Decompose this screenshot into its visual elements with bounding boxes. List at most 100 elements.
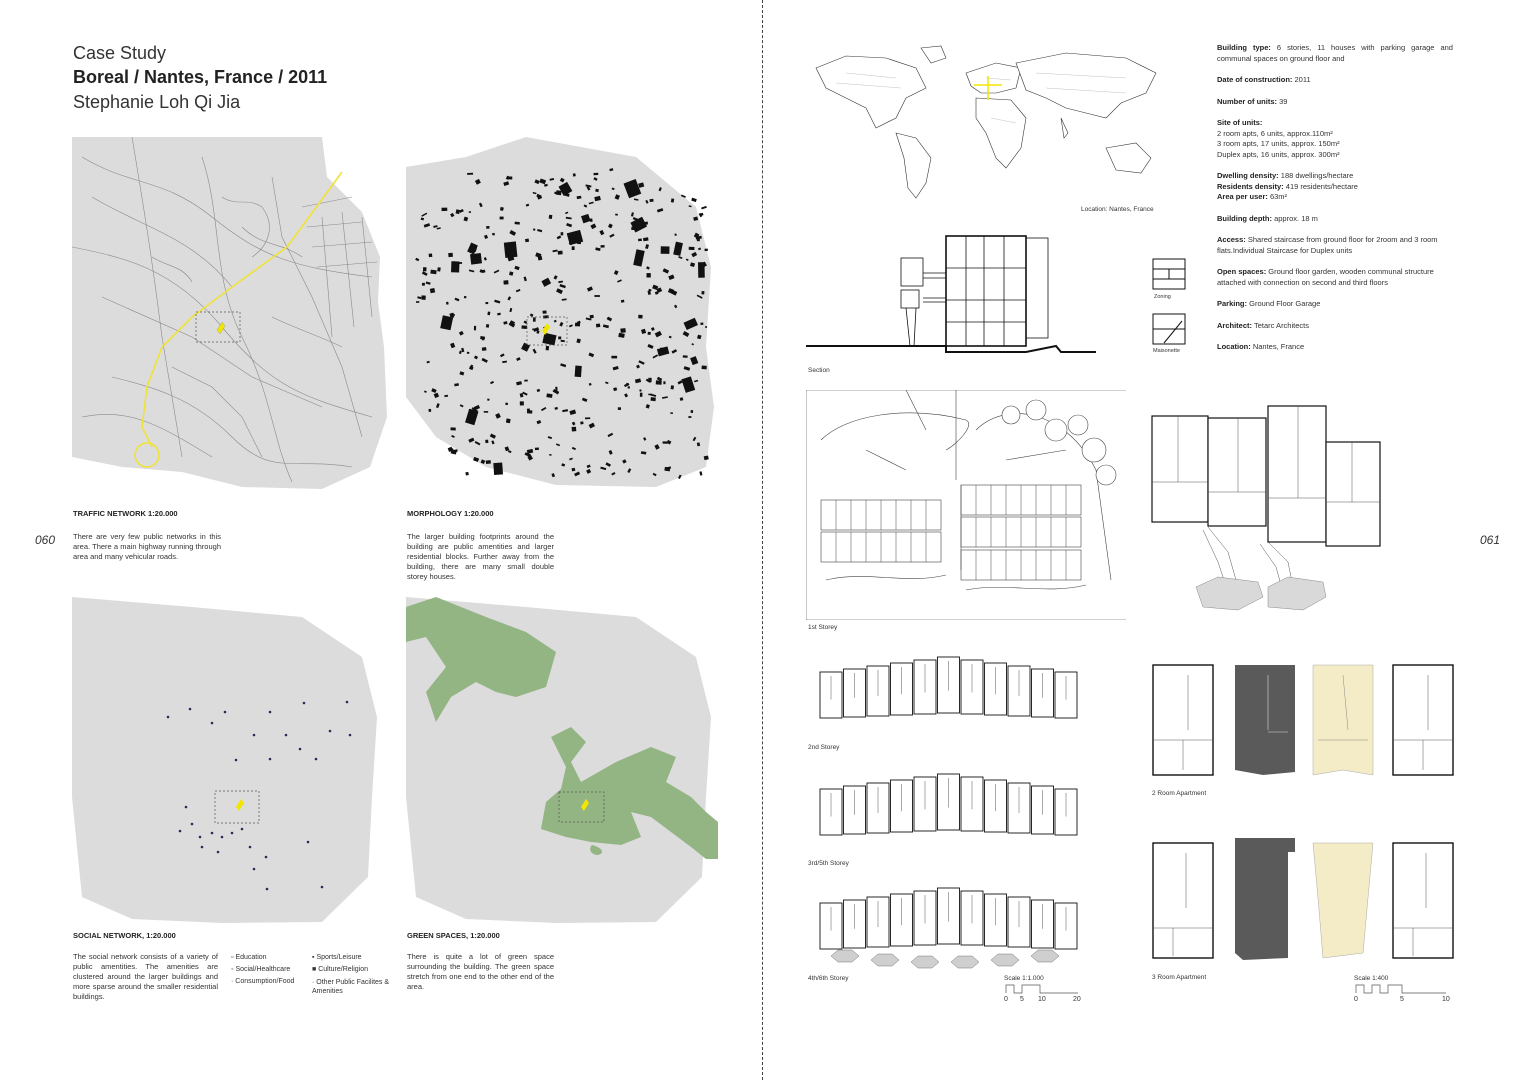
building-footprint (480, 459, 486, 464)
building-footprint (548, 214, 553, 220)
building-footprint (612, 365, 619, 371)
building-footprint (681, 376, 696, 393)
building-footprint (433, 392, 440, 399)
building-footprint (658, 187, 662, 192)
building-footprint (471, 407, 477, 412)
building-footprint (485, 302, 489, 305)
author-name: Stephanie Loh Qi Jia (73, 92, 241, 112)
building-footprint (428, 408, 432, 412)
three-room-apartment-plans (1148, 838, 1458, 963)
building-footprint (525, 238, 530, 243)
building-footprint (588, 352, 595, 358)
building-footprint (569, 409, 577, 416)
building-footprint (576, 338, 581, 344)
building-footprint (666, 439, 672, 445)
building-footprint (555, 386, 558, 391)
building-footprint (699, 212, 704, 217)
building-footprint (421, 282, 425, 286)
zoning-diagram (1152, 258, 1186, 290)
building-footprint (691, 251, 698, 258)
building-footprint (543, 315, 549, 319)
building-footprint (590, 223, 597, 230)
building-footprint (558, 336, 562, 340)
building-footprint (648, 393, 653, 396)
apartment-label-3-room: 3 Room Apartment (1152, 974, 1207, 981)
building-footprint (508, 321, 516, 328)
building-footprint (688, 205, 692, 208)
building-footprint (505, 418, 511, 424)
building-footprint (683, 366, 691, 371)
building-footprint (594, 195, 601, 202)
building-footprint (660, 347, 666, 351)
building-footprint (580, 421, 584, 425)
building-footprint (416, 301, 420, 303)
building-footprint (614, 194, 620, 200)
legend-social-healthcare: ◦ Social/Healthcare (231, 966, 291, 973)
building-footprint (576, 195, 582, 200)
building-footprint (466, 351, 470, 354)
building-footprint (444, 394, 449, 398)
building-footprint (536, 330, 540, 334)
scale-left-tick-3: 20 (1073, 996, 1081, 1003)
building-footprint (505, 402, 508, 406)
small-diamond-icon: ▪ (312, 954, 317, 961)
building-footprint (690, 410, 694, 413)
ground-floor-plan (1148, 402, 1388, 612)
building-footprint (415, 257, 420, 262)
building-footprint (571, 467, 576, 472)
tree-symbol (1025, 399, 1047, 421)
building-footprint (674, 304, 678, 309)
building-footprint (634, 378, 642, 384)
building-footprint (696, 334, 702, 340)
building-footprint (656, 346, 670, 357)
building-footprint (468, 437, 475, 443)
building-footprint (574, 365, 582, 378)
building-footprint (450, 212, 455, 218)
building-footprint (535, 252, 542, 258)
building-footprint (670, 385, 675, 390)
building-footprint (490, 380, 495, 385)
building-footprint (602, 324, 609, 329)
building-footprint (606, 316, 613, 322)
morphology-description: The larger building footprints around th… (407, 532, 554, 581)
scale-right-tick-1: 5 (1400, 996, 1404, 1003)
building-footprint (589, 314, 594, 319)
building-footprint (554, 406, 558, 410)
building-footprint (617, 407, 621, 411)
building-footprint (447, 446, 453, 453)
building-footprint (574, 322, 581, 327)
building-footprint (463, 216, 469, 222)
building-footprint (565, 211, 569, 215)
building-footprint (423, 223, 431, 228)
building-footprint (509, 230, 517, 236)
building-footprint (623, 178, 642, 199)
building-footprint (564, 192, 570, 197)
building-footprint (502, 360, 508, 364)
social-network-map (72, 597, 384, 925)
page-number-left: 060 (35, 533, 56, 547)
building-footprint (677, 380, 683, 385)
building-footprint (499, 216, 504, 220)
building-footprint (509, 271, 514, 276)
legend-other-facilities: · Other Public Facilites & Amenities (312, 979, 390, 995)
building-footprint (534, 179, 540, 185)
building-footprint (656, 208, 664, 213)
building-footprint (670, 198, 675, 203)
building-footprint (425, 281, 431, 285)
building-footprint (421, 271, 428, 276)
building-footprint (480, 336, 486, 340)
communal-deck (910, 955, 940, 969)
building-footprint (485, 324, 490, 328)
building-footprint (553, 275, 558, 280)
tree-symbol (1001, 405, 1021, 425)
building-footprint (568, 324, 573, 328)
two-room-apartment-plans (1148, 660, 1458, 780)
building-footprint (433, 225, 438, 228)
building-footprint (551, 473, 556, 478)
building-footprint (435, 403, 440, 409)
green-spaces-map (406, 597, 718, 925)
case-study-label: Case Study (73, 43, 167, 63)
building-footprint (605, 381, 609, 385)
building-footprint (504, 446, 510, 452)
building-footprint (516, 357, 521, 362)
